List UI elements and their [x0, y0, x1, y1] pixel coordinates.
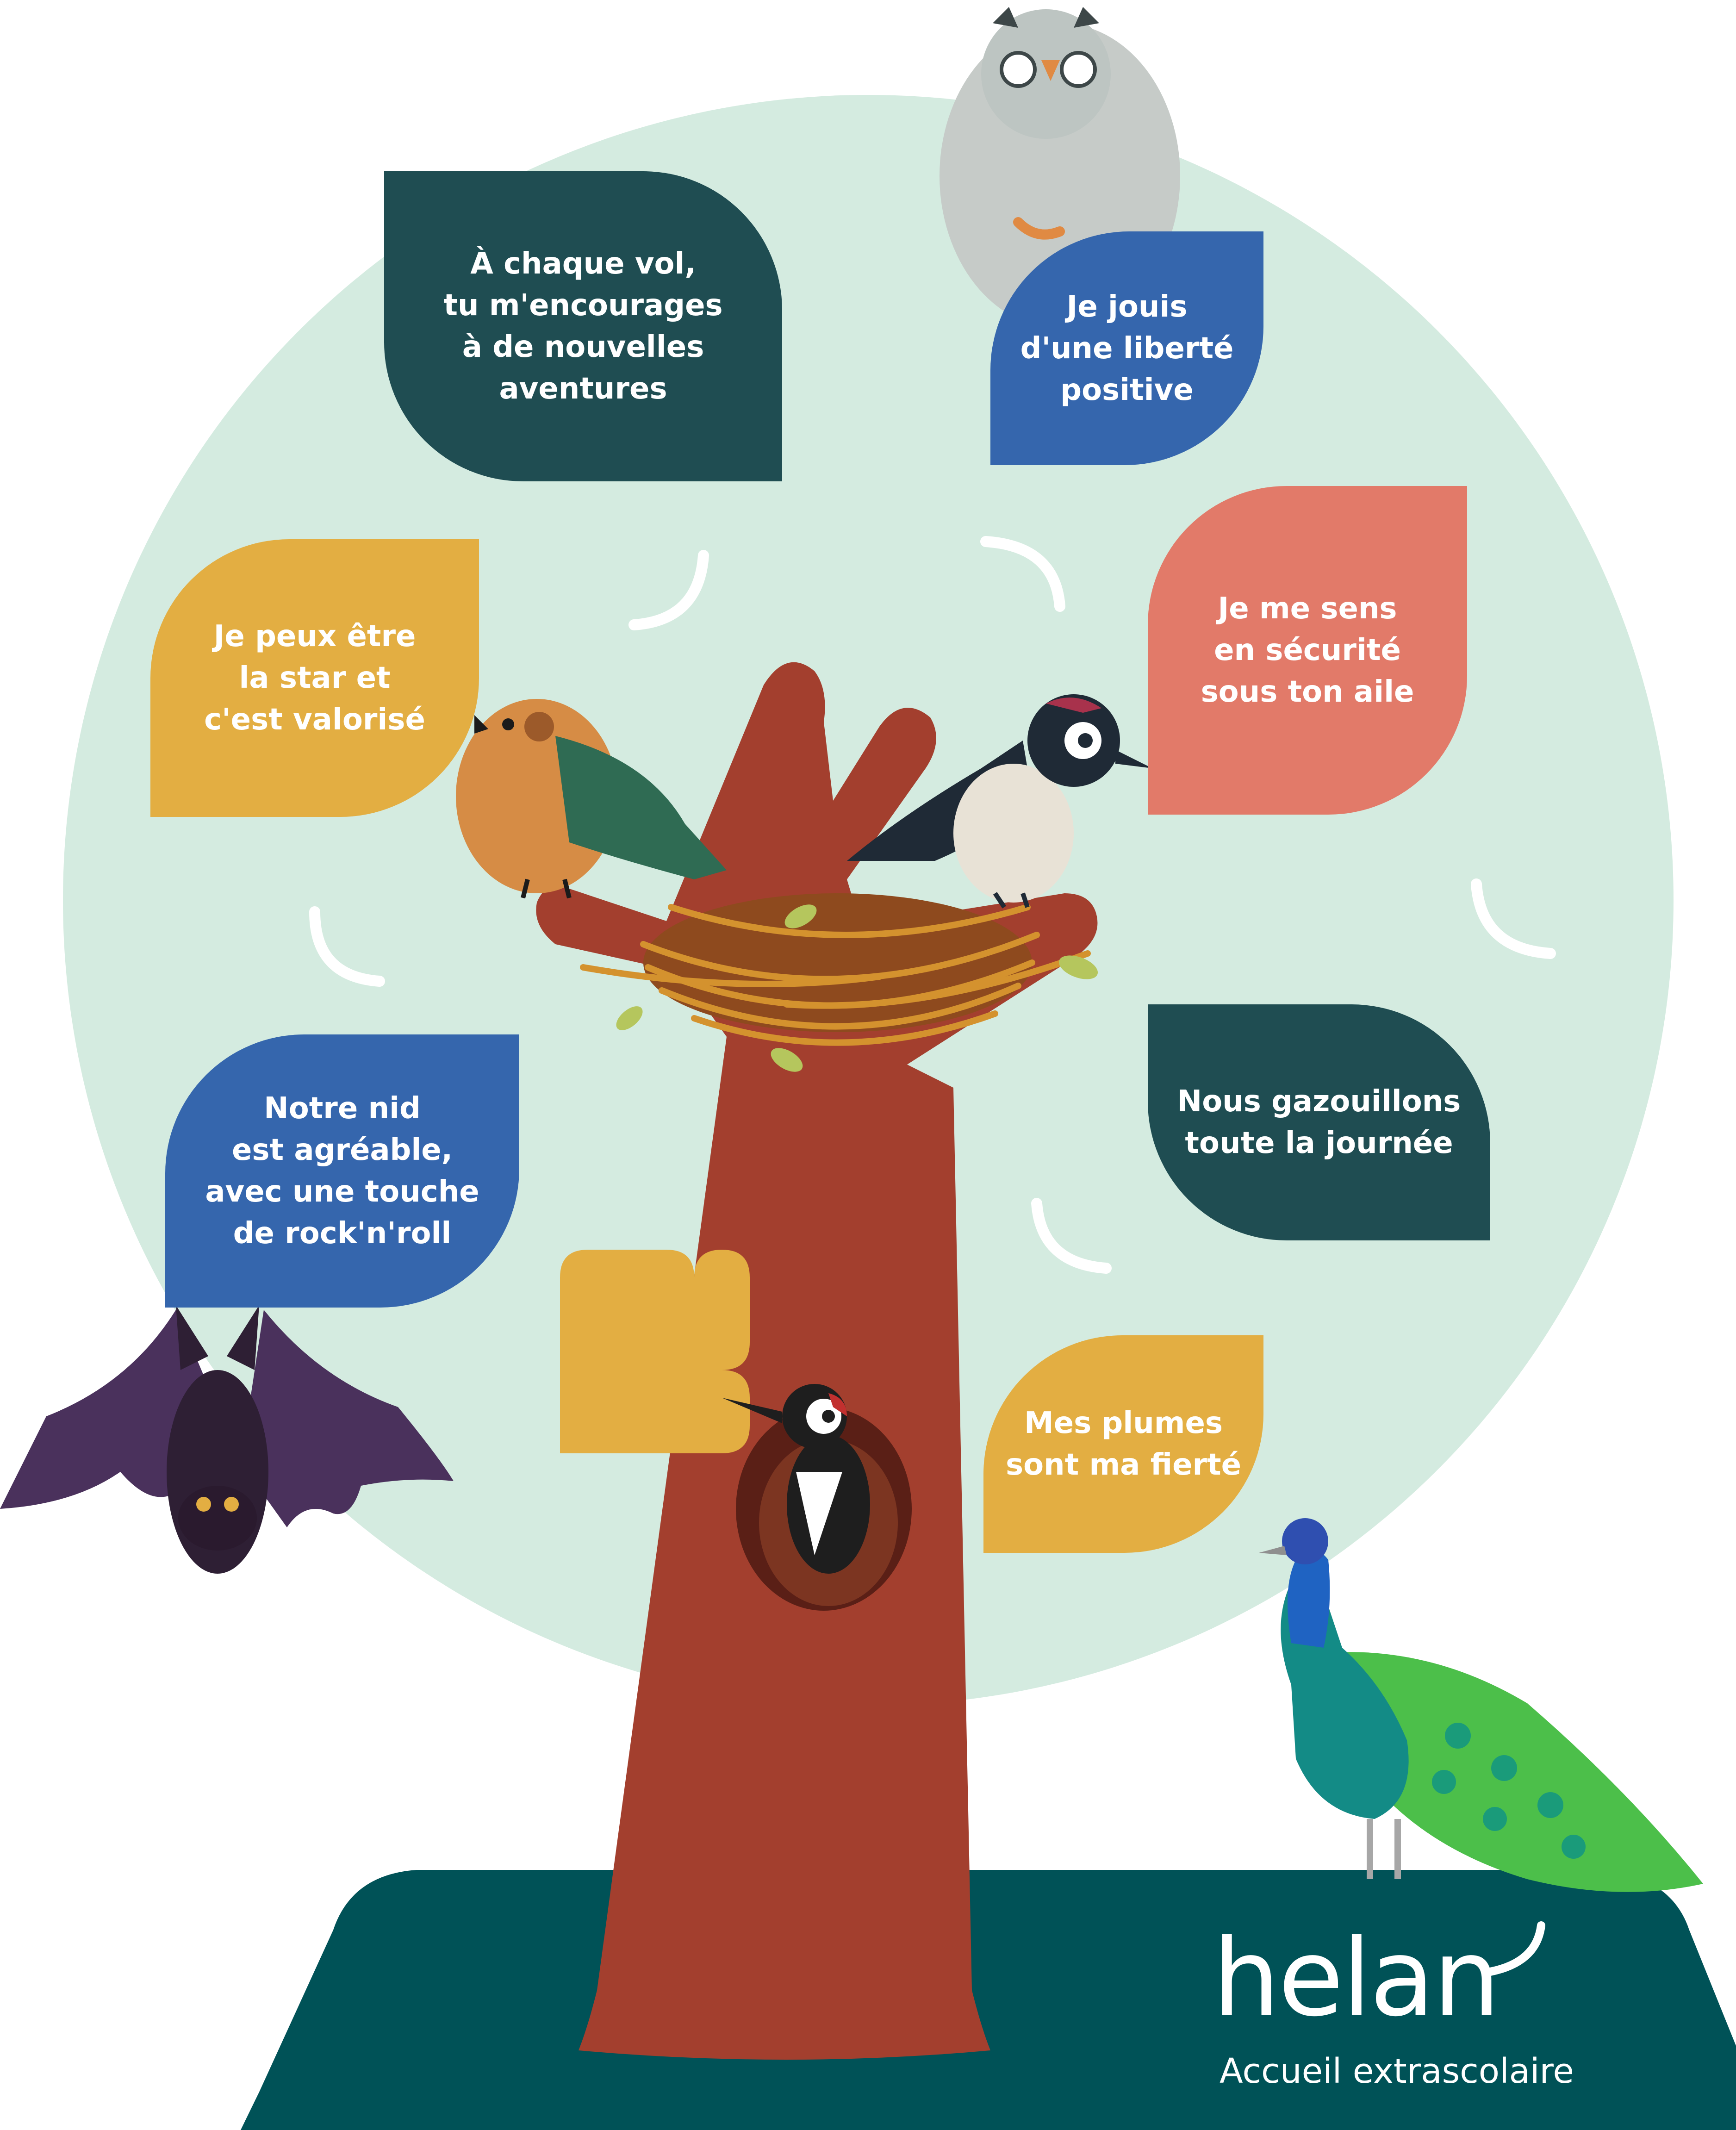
leaf-freedom: Je jouis d'une liberté positive [990, 231, 1263, 465]
leaf-line: la star et [239, 661, 391, 695]
leaf-freedom-text: Je jouis d'une liberté positive [1020, 286, 1234, 411]
leaf-safety-text: Je me sens en sécurité sous ton aile [1201, 588, 1414, 713]
leaf-feathers: Mes plumes sont ma fierté [983, 1335, 1263, 1553]
leaf-line: à de nouvelles [462, 330, 704, 364]
leaf-line: À chaque vol, [470, 247, 696, 281]
leaf-line: avec une touche [205, 1175, 479, 1209]
leaf-nest-text: Notre nid est agréable, avec une touche … [205, 1088, 479, 1254]
leaf-safety: Je me sens en sécurité sous ton aile [1148, 486, 1467, 815]
leaf-line: tu m'encourages [443, 288, 723, 323]
leaf-line: sous ton aile [1201, 675, 1414, 709]
peacock-icon [1259, 1518, 1703, 1892]
leaf-star-text: Je peux être la star et c'est valorisé [204, 616, 425, 741]
leaf-line: Notre nid [264, 1091, 421, 1126]
leaf-nest: Notre nid est agréable, avec une touche … [165, 1034, 519, 1308]
leaf-line: Je me sens [1218, 592, 1397, 626]
leaf-line: positive [1060, 373, 1194, 407]
leaf-line: Je jouis [1066, 289, 1188, 324]
logo-swoosh-icon [1486, 1921, 1545, 1976]
tree-hole-icon [722, 1384, 912, 1611]
leaf-line: Mes plumes [1024, 1406, 1223, 1440]
leaf-adventures: À chaque vol, tu m'encourages à de nouve… [384, 171, 782, 481]
leaf-star: Je peux être la star et c'est valorisé [150, 539, 479, 817]
leaf-chirping-text: Nous gazouillons toute la journée [1177, 1081, 1461, 1164]
brand-tagline: Accueil extrascolaire [1220, 2051, 1574, 2091]
leaf-feathers-text: Mes plumes sont ma fierté [1006, 1402, 1241, 1486]
sparrow-icon [456, 699, 727, 899]
leaf-line: d'une liberté [1020, 331, 1234, 366]
bat-icon [0, 1305, 454, 1574]
leaf-line: Je peux être [213, 619, 416, 654]
leaf-line: aventures [499, 372, 667, 406]
heart-icon [560, 1250, 750, 1453]
leaf-chirping: Nous gazouillons toute la journée [1148, 1004, 1490, 1240]
leaf-line: en sécurité [1214, 633, 1401, 667]
brand-logo: helan [1213, 1917, 1500, 2040]
leaf-adventures-text: À chaque vol, tu m'encourages à de nouve… [443, 243, 722, 410]
leaf-line: toute la journée [1185, 1126, 1453, 1160]
leaf-line: Nous gazouillons [1177, 1084, 1461, 1119]
leaf-line: est agréable, [232, 1133, 453, 1167]
leaf-line: de rock'n'roll [233, 1216, 452, 1251]
leaf-line: c'est valorisé [204, 703, 425, 737]
woodpecker-icon [847, 694, 1152, 909]
leaf-line: sont ma fierté [1005, 1448, 1242, 1482]
nest-icon [580, 893, 1098, 1072]
arc-accents [309, 536, 1556, 1274]
